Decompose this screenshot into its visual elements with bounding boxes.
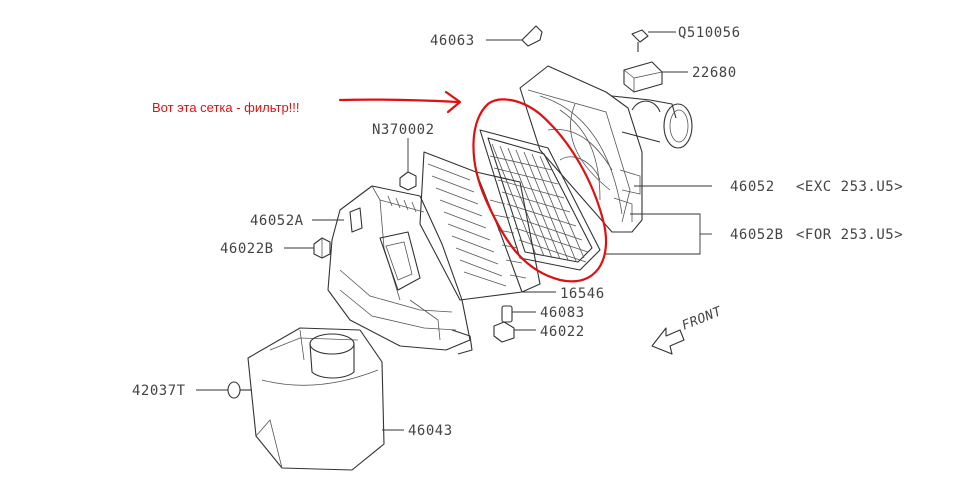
label-42037t: 42037T xyxy=(132,383,186,399)
annotation-circle xyxy=(472,98,608,283)
annotation-arrow-icon xyxy=(338,98,460,104)
resonator-46043-drawing xyxy=(247,327,385,471)
label-46052-note: <EXC 253.U5> xyxy=(796,179,903,195)
leader-lines xyxy=(196,31,712,431)
lower-box-46052a-drawing xyxy=(327,185,473,355)
front-label: FRONT xyxy=(680,304,725,334)
label-46052: 46052 xyxy=(730,179,775,195)
label-46052b: 46052B xyxy=(730,227,784,243)
label-46052b-note: <FOR 253.U5> xyxy=(796,227,903,243)
grommet-46022b-drawing xyxy=(313,237,331,259)
label-46063: 46063 xyxy=(430,33,475,49)
bushing-46083-drawing xyxy=(501,305,513,323)
label-q510056: Q510056 xyxy=(678,25,741,41)
rivet-42037t-drawing xyxy=(227,381,252,399)
label-46043: 46043 xyxy=(408,423,453,439)
label-46022b: 46022B xyxy=(220,241,274,257)
clip-46063-drawing xyxy=(521,25,543,47)
label-46052a: 46052A xyxy=(250,213,304,229)
red-annotation: Вот эта сетка - фильтр!!! xyxy=(152,90,608,283)
annotation-text: Вот эта сетка - фильтр!!! xyxy=(152,100,300,115)
label-n370002: N370002 xyxy=(372,122,435,138)
front-arrow-icon xyxy=(651,327,685,355)
nut-n370002-drawing xyxy=(399,171,417,191)
filter-screen-drawing xyxy=(479,129,601,271)
grommet-46022-drawing xyxy=(493,321,515,343)
rear-housing-drawing xyxy=(519,65,693,233)
label-46083: 46083 xyxy=(540,305,585,321)
filter-element-16546-drawing xyxy=(419,151,541,301)
label-22680: 22680 xyxy=(692,65,737,81)
label-46022: 46022 xyxy=(540,324,585,340)
front-indicator: FRONT xyxy=(651,304,725,355)
sensor-22680-drawing xyxy=(623,61,663,93)
bolt-q510056-drawing xyxy=(631,29,649,52)
label-16546: 16546 xyxy=(560,286,605,302)
